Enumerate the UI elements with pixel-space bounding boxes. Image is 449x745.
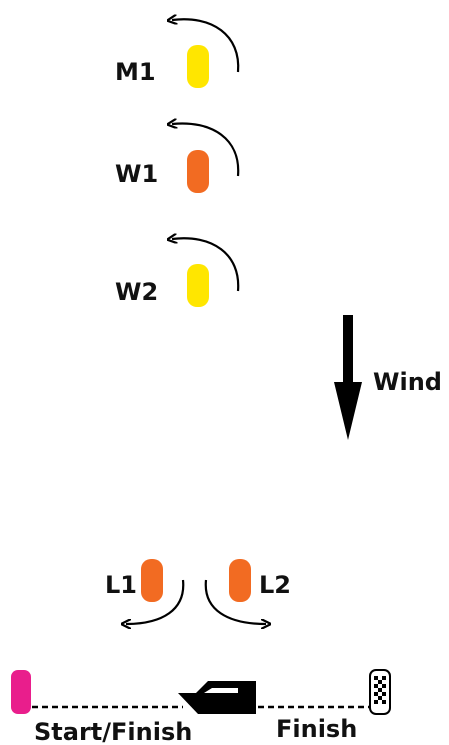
mark-m1: M1 (115, 19, 240, 88)
mark-w2-label: W2 (115, 278, 158, 306)
finish-label: Finish (276, 715, 357, 743)
boat-icon (178, 681, 256, 714)
wind-indicator: Wind (334, 315, 442, 440)
mark-m1-rounding-arrow-icon (172, 19, 240, 73)
mark-w1-label: W1 (115, 160, 158, 188)
mark-l1-label: L1 (105, 571, 137, 599)
finish-line: Finish (258, 669, 391, 743)
mark-l2-label: L2 (259, 571, 291, 599)
wind-label: Wind (373, 368, 442, 396)
start-pin-buoy (11, 670, 31, 714)
mark-w2-buoy (187, 264, 209, 307)
mark-m1-label: M1 (115, 58, 156, 86)
wind-arrow-icon (334, 315, 362, 440)
mark-w2: W2 (115, 238, 240, 307)
mark-m1-buoy (187, 45, 209, 88)
mark-l1: L1 (105, 559, 185, 624)
mark-w1-rounding-arrow-icon (172, 123, 240, 177)
mark-l2: L2 (204, 559, 291, 624)
mark-w1: W1 (115, 123, 240, 193)
mark-w1-buoy (187, 150, 209, 193)
mark-l2-buoy (229, 559, 251, 602)
mark-l1-rounding-arrow-icon (126, 579, 185, 624)
start-finish-label: Start/Finish (34, 718, 192, 745)
checkered-flag-icon (369, 669, 391, 715)
start-finish-line: Start/Finish (11, 670, 192, 745)
mark-w2-rounding-arrow-icon (172, 238, 240, 292)
mark-l2-rounding-arrow-icon (204, 579, 266, 624)
mark-l1-buoy (141, 559, 163, 602)
